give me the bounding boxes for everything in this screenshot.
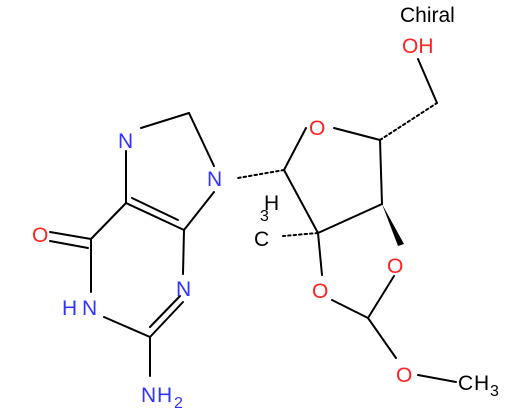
atom-nh2-n: N <box>141 384 156 407</box>
atom-ch3-c: C <box>254 228 269 251</box>
atom-ch3-h: H <box>264 192 279 215</box>
bond-acetal-o <box>367 275 395 319</box>
bond-omethoxy-ch3 <box>417 374 457 383</box>
atom-o-methoxy: O <box>396 364 412 387</box>
atom-o-ring: O <box>309 117 325 140</box>
bond-c4-oring <box>333 127 381 141</box>
atom-o-dioxole-left: O <box>312 280 328 303</box>
bond-c2-c3 <box>317 203 383 234</box>
bond-c2-n3 <box>149 301 184 338</box>
bond-c2-o <box>317 232 323 276</box>
bond-c5-c6 <box>90 202 127 240</box>
atom-ch3-h3: 3 <box>260 208 269 225</box>
atom-nh2-h: H <box>157 384 172 407</box>
atom-n1: N <box>82 297 97 320</box>
bond-c6-o-2 <box>49 240 89 249</box>
atom-o-carbonyl: O <box>32 224 48 247</box>
bond-acetal-omethoxy <box>367 317 397 359</box>
atom-nh2-2: 2 <box>174 395 183 410</box>
bond-n9-c4 <box>183 191 215 231</box>
bond-n7-c8 <box>140 112 190 129</box>
bond-c1-n9 <box>237 169 285 179</box>
bond-o-acetal <box>331 299 369 319</box>
bond-c6-o <box>49 231 92 240</box>
bond-c4-ch2 <box>379 102 438 141</box>
bond-c2-ch3 <box>282 232 319 237</box>
bond-n3-c4 <box>182 229 185 275</box>
bond-c8-n9 <box>188 112 215 167</box>
atom-o-dioxole-right: O <box>387 255 403 278</box>
atom-methyl-h: H <box>474 372 489 395</box>
bond-oring-c1 <box>283 127 307 171</box>
chiral-label: Chiral <box>400 4 455 27</box>
atom-n7: N <box>118 130 133 153</box>
bond-c2-n3-inner <box>149 295 181 328</box>
bond-ch2-oh <box>417 58 438 104</box>
atom-methyl-c: C <box>458 372 473 395</box>
atom-methyl-3: 3 <box>490 383 499 400</box>
bond-c4-c5 <box>125 202 185 231</box>
bond-c1-c2 <box>283 169 319 234</box>
bond-n1-c2 <box>103 316 151 338</box>
bond-c4-c5-inner <box>131 197 179 221</box>
bond-c3-c4 <box>379 139 383 205</box>
atom-n9: N <box>207 168 222 191</box>
atom-h-n1: H <box>62 297 77 320</box>
atom-n3: N <box>176 278 191 301</box>
wedge-c3-o <box>382 204 404 246</box>
atom-oh: OH <box>402 35 434 58</box>
